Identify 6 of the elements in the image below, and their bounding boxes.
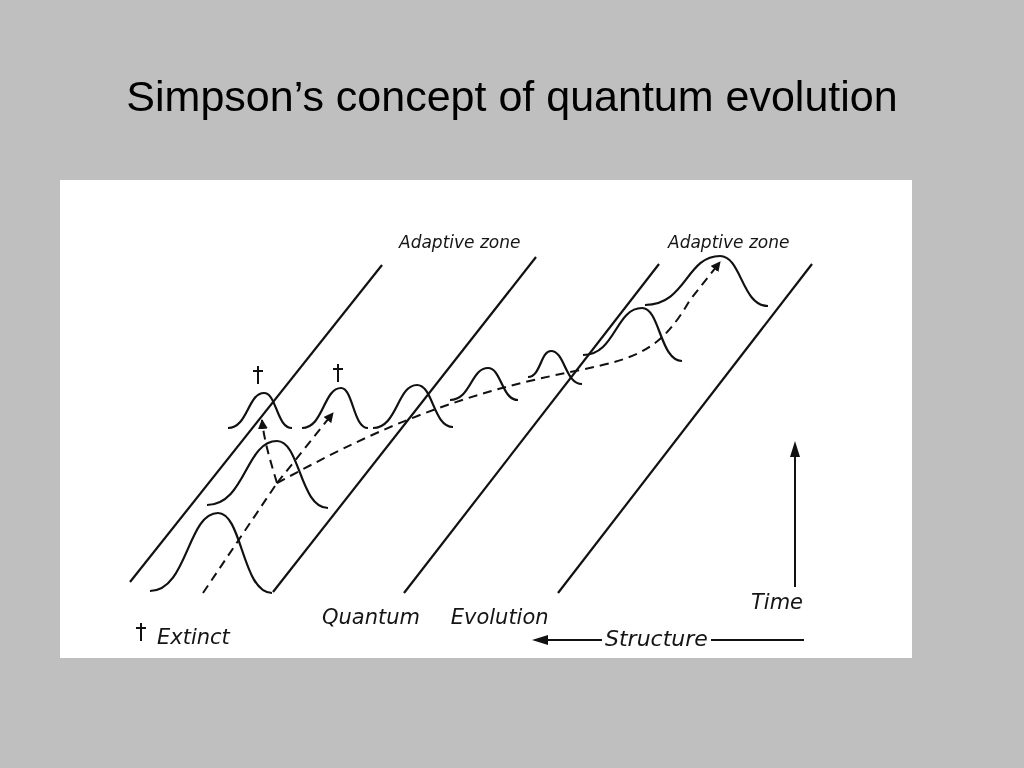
slide-title: Simpson’s concept of quantum evolution bbox=[126, 72, 898, 122]
zone-label: Adaptive zone bbox=[399, 233, 521, 252]
zone-label: Adaptive zone bbox=[668, 233, 790, 252]
axis-label: Time bbox=[751, 591, 804, 615]
zone-label: Quantum Evolution bbox=[322, 606, 549, 630]
legend-label: Extinct bbox=[157, 626, 230, 650]
